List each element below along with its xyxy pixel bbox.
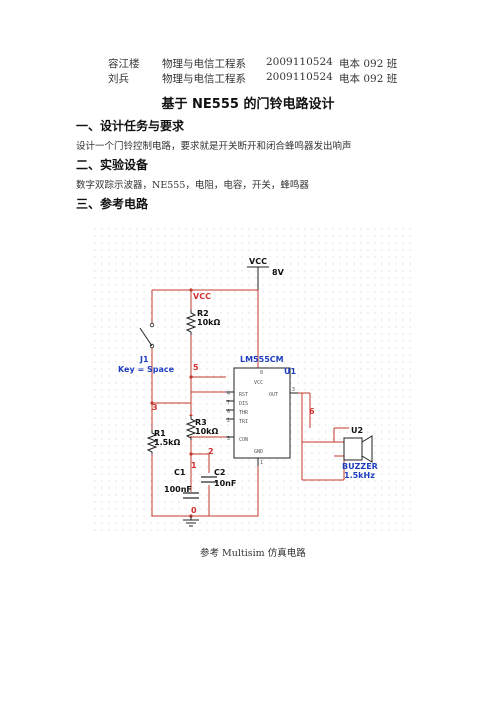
- author-id-1: 2009110524: [266, 56, 333, 68]
- vcc-source: VCC 8V: [247, 257, 285, 290]
- pin-8-number: 8: [260, 370, 263, 376]
- resistor-r1: R1 1.5kΩ: [146, 429, 180, 454]
- resistor-r2-name: R2: [197, 309, 209, 318]
- resistor-r3: R3 10kΩ: [185, 416, 218, 440]
- pin-7-number: 7: [227, 400, 230, 406]
- capacitor-c1-name: C1: [174, 468, 186, 477]
- figure-caption: 参考 Multisim 仿真电路: [200, 548, 306, 559]
- pin-2-number: 2: [227, 418, 230, 424]
- resistor-r1-value: 1.5kΩ: [154, 438, 180, 447]
- resistor-r2-value: 10kΩ: [197, 318, 220, 327]
- net-label-1: 1: [191, 461, 197, 470]
- pin-4-number: 4: [227, 391, 230, 397]
- pin-3-number: 3: [292, 387, 295, 393]
- section-text-task: 设计一个门铃控制电路，要求就是开关断开和闭合蜂鸣器发出响声: [76, 141, 352, 152]
- section-heading-circuit: 三、参考电路: [76, 197, 149, 211]
- buzzer-ref: U2: [351, 426, 363, 435]
- switch-j1-value: Key = Space: [118, 365, 175, 374]
- author-dept-2: 物理与电信工程系: [162, 73, 246, 85]
- pin-out-label: OUT: [269, 392, 278, 398]
- net-vcc-label: VCC: [193, 292, 211, 301]
- section-text-equipment: 数字双踪示波器，NE555，电阻，电容，开关，蜂鸣器: [76, 180, 309, 191]
- author-name-2: 刘兵: [108, 73, 129, 85]
- section-heading-task: 一、设计任务与要求: [76, 119, 185, 133]
- resistor-r3-value: 10kΩ: [195, 427, 218, 436]
- pin-gnd-label: GND: [254, 449, 263, 455]
- pin-rst-label: RST: [239, 392, 248, 398]
- net-label-3: 3: [152, 403, 158, 412]
- capacitor-c2-value: 10nF: [214, 479, 236, 488]
- net-label-0: 0: [191, 506, 197, 515]
- pin-5-number: 5: [227, 436, 230, 442]
- pin-dis-label: DIS: [239, 401, 248, 407]
- capacitor-c2: C2 10nF: [201, 468, 236, 488]
- pin-con-label: CON: [239, 437, 248, 443]
- buzzer-value: 1.5kHz: [344, 471, 375, 480]
- resistor-r1-name: R1: [154, 429, 166, 438]
- ic-part-number: LM555CM: [240, 355, 284, 364]
- pin-vcc-label: VCC: [254, 380, 263, 386]
- buzzer-u2: U2 BUZZER 1.5kHz: [342, 426, 378, 480]
- page-title: 基于 NE555 的门铃电路设计: [161, 97, 335, 112]
- ic-lm555: LM555CM U1 VCC RST DIS THR TRI CON OUT G…: [226, 355, 298, 466]
- circuit-schematic: VCC 8V: [94, 228, 412, 536]
- author-dept-1: 物理与电信工程系: [162, 58, 246, 70]
- pin-thr-label: THR: [239, 410, 249, 416]
- resistor-r3-name: R3: [195, 418, 207, 427]
- resistor-r2: R2 10kΩ: [185, 309, 220, 335]
- switch-j1: J1 Key = Space: [118, 322, 175, 374]
- vcc-source-value: 8V: [272, 268, 285, 277]
- author-name-1: 容江楼: [108, 58, 140, 70]
- pin-tri-label: TRI: [239, 419, 248, 425]
- capacitor-c2-name: C2: [214, 468, 225, 477]
- pin-6-number: 6: [227, 409, 230, 415]
- net-label-2: 2: [208, 447, 214, 456]
- author-id-2: 2009110524: [266, 71, 333, 83]
- ic-ref: U1: [284, 367, 296, 376]
- ground-symbol: [183, 516, 199, 527]
- switch-j1-name: J1: [139, 355, 149, 364]
- author-class-1: 电本 092 班: [339, 58, 398, 70]
- author-class-2: 电本 092 班: [339, 73, 398, 85]
- capacitor-c1-value: 100nF: [164, 485, 192, 494]
- pin-1-number: 1: [260, 460, 263, 466]
- vcc-source-label: VCC: [249, 257, 267, 266]
- capacitor-c1: C1 100nF: [164, 468, 199, 500]
- net-label-6: 6: [309, 407, 315, 416]
- buzzer-part: BUZZER: [342, 462, 378, 471]
- section-heading-equipment: 二、实验设备: [76, 158, 149, 172]
- net-label-5: 5: [193, 363, 199, 372]
